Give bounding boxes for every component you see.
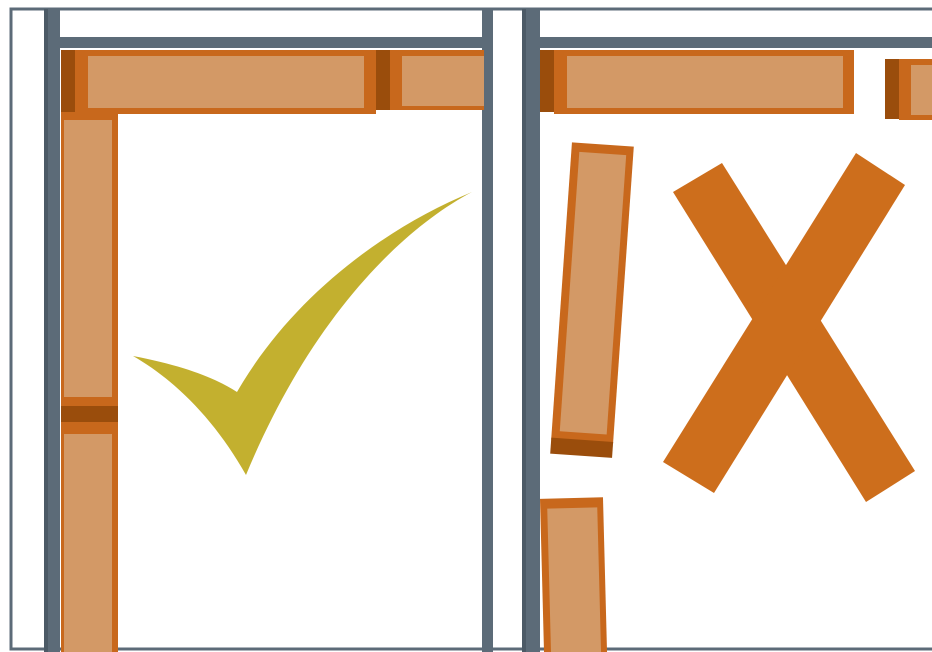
vertical-brick-2	[61, 422, 118, 652]
vertical-brick-joint	[61, 406, 118, 422]
left-panel-beam	[60, 37, 493, 48]
right-panel-post-edge	[522, 9, 526, 652]
horizontal-brick-4	[885, 59, 932, 120]
horizontal-brick-1	[61, 50, 376, 114]
left-panel-post-edge	[44, 9, 48, 652]
lower-vertical-brick	[540, 497, 607, 652]
horizontal-brick-2	[376, 50, 484, 110]
vertical-brick-1	[61, 112, 118, 408]
right-panel-beam	[540, 37, 932, 48]
horizontal-brick-3	[540, 50, 854, 114]
